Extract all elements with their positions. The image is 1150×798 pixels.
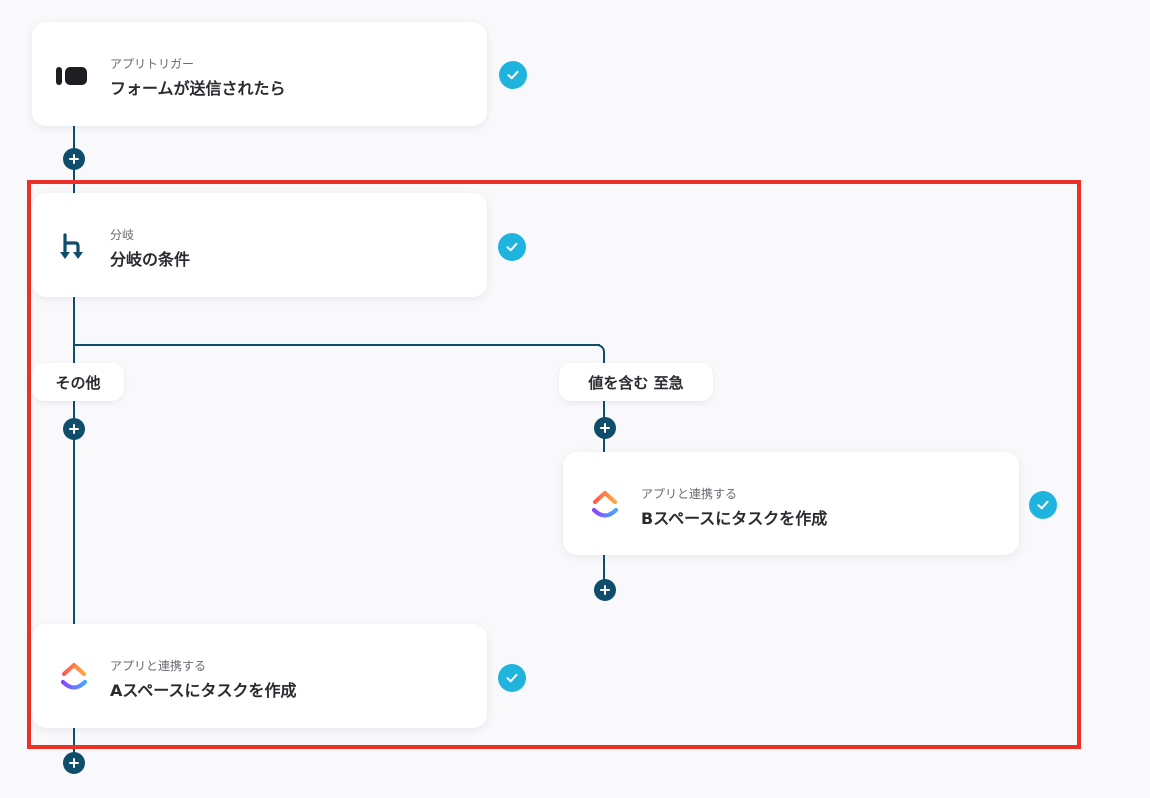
branch-step-type: 分岐 (110, 228, 135, 242)
connector-right-after-b (603, 555, 605, 591)
action-b-step-title: Bスペースにタスクを作成 (641, 509, 828, 528)
connector-branch-horizontal (73, 344, 600, 346)
clickup-icon (58, 661, 90, 693)
action-a-step-title: Aスペースにタスクを作成 (110, 681, 297, 700)
action-b-step-card[interactable]: アプリと連携する Bスペースにタスクを作成 (563, 452, 1019, 555)
trigger-step-card[interactable]: アプリトリガー フォームが送信されたら (32, 22, 487, 126)
add-step-button-after-a[interactable] (63, 752, 85, 774)
branch-check-icon (498, 233, 526, 261)
connector-branch-corner (595, 344, 605, 354)
add-step-button-contains[interactable] (594, 417, 616, 439)
connector-left-down (73, 345, 75, 625)
add-step-button-1[interactable] (63, 148, 85, 170)
add-step-button-other[interactable] (63, 418, 85, 440)
branch-step-title: 分岐の条件 (110, 250, 191, 269)
trigger-step-type: アプリトリガー (110, 57, 195, 71)
connector-branch-down (73, 297, 75, 345)
trigger-step-title: フォームが送信されたら (110, 79, 286, 98)
action-a-step-type: アプリと連携する (110, 659, 207, 673)
branch-step-card[interactable]: 分岐 分岐の条件 (32, 193, 487, 297)
clickup-icon (589, 489, 621, 521)
action-b-check-icon (1029, 491, 1057, 519)
add-step-button-after-b[interactable] (594, 579, 616, 601)
branch-label-other[interactable]: その他 (32, 363, 124, 401)
branch-icon (56, 231, 88, 263)
trigger-check-icon (499, 61, 527, 89)
branch-label-contains[interactable]: 値を含む 至急 (559, 363, 713, 401)
connector-right-down (603, 352, 605, 452)
action-a-step-card[interactable]: アプリと連携する Aスペースにタスクを作成 (32, 624, 487, 728)
form-app-icon (56, 60, 88, 92)
action-b-step-type: アプリと連携する (641, 487, 738, 501)
action-a-check-icon (498, 664, 526, 692)
